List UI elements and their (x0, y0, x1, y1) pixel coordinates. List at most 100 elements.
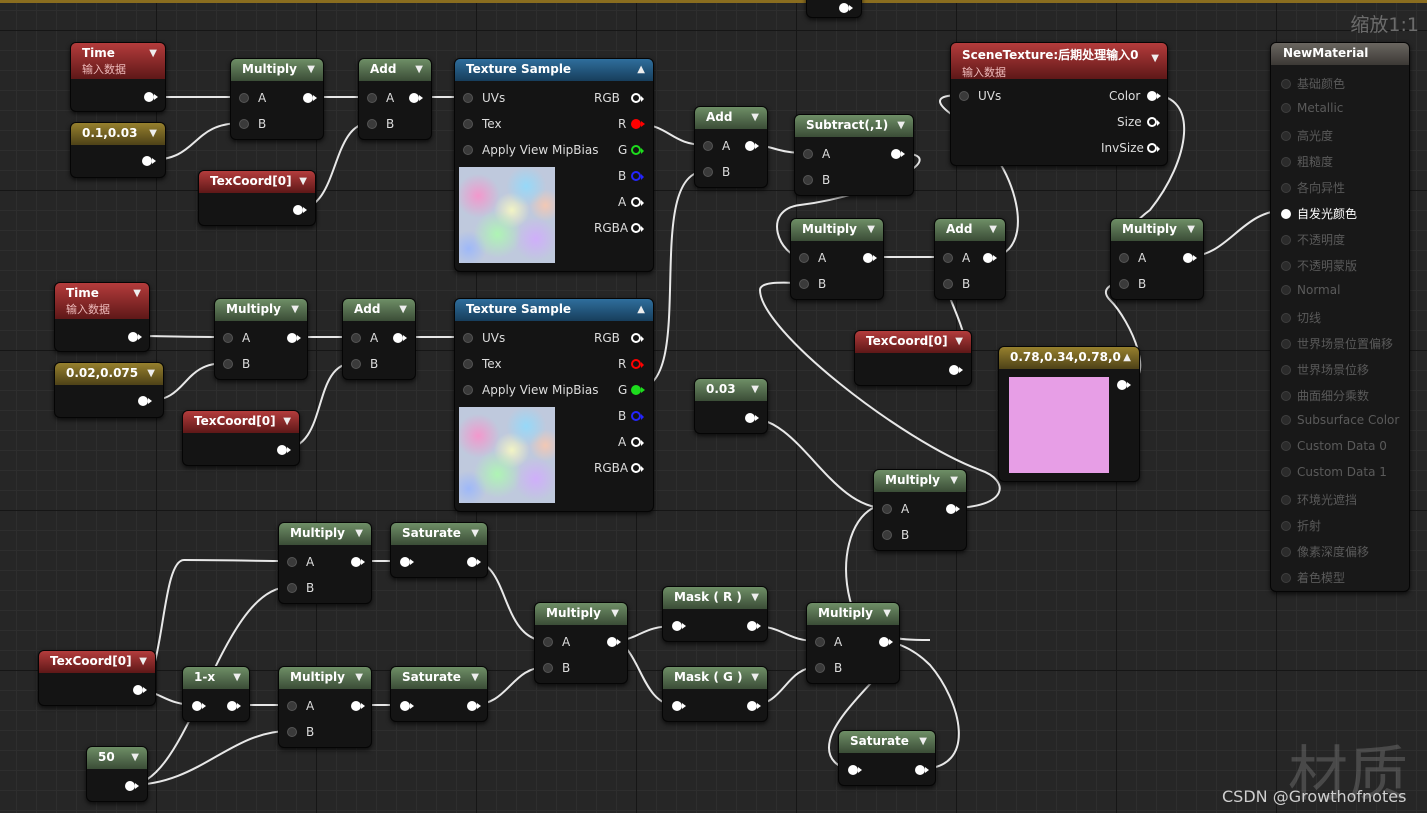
input-pin[interactable] (1281, 235, 1291, 245)
material-input-row[interactable]: 基础颜色 (1281, 75, 1345, 92)
input-pin-a[interactable] (803, 149, 813, 159)
input-pin-a[interactable] (703, 141, 713, 151)
output-pin[interactable] (303, 93, 317, 103)
collapse-arrow-icon[interactable]: ▼ (950, 475, 958, 486)
add-node-3[interactable]: Add▼ A B (694, 106, 768, 188)
collapse-arrow-icon[interactable]: ▼ (307, 64, 315, 75)
collapse-arrow-icon[interactable]: ▼ (355, 672, 363, 683)
material-input-row[interactable]: 自发光颜色 (1281, 205, 1357, 222)
multiply-node-7[interactable]: Multiply▼ A B (278, 666, 372, 748)
input-pin-tex[interactable] (463, 119, 473, 129)
material-input-row[interactable]: 高光度 (1281, 127, 1333, 144)
collapse-arrow-icon[interactable]: ▼ (867, 224, 875, 235)
input-pin[interactable] (1281, 467, 1291, 477)
collapse-arrow-icon[interactable]: ▼ (131, 752, 139, 763)
subtract-node[interactable]: Subtract(,1)▼ A B (794, 114, 914, 196)
input-pin[interactable] (672, 621, 686, 631)
input-pin[interactable] (1281, 415, 1291, 425)
input-pin[interactable] (1281, 441, 1291, 451)
material-input-row[interactable]: 世界场景位置偏移 (1281, 335, 1393, 352)
material-input-row[interactable]: 折射 (1281, 517, 1321, 534)
input-pin[interactable] (1281, 261, 1291, 271)
output-pin-r[interactable] (631, 119, 645, 129)
multiply-node-9[interactable]: Multiply▼ A B (806, 602, 900, 684)
one-minus-x-node[interactable]: 1-x▼ (182, 666, 250, 722)
collapse-arrow-icon[interactable]: ▼ (471, 528, 479, 539)
output-pin[interactable] (128, 332, 142, 342)
material-input-row[interactable]: Custom Data 0 (1281, 439, 1387, 453)
input-pin-a[interactable] (543, 637, 553, 647)
output-pin[interactable] (839, 3, 853, 13)
collapse-arrow-icon[interactable]: ▼ (291, 304, 299, 315)
saturate-node-3[interactable]: Saturate▼ (838, 730, 936, 786)
input-pin-a[interactable] (287, 557, 297, 567)
output-pin[interactable] (1117, 380, 1131, 390)
input-pin-b[interactable] (287, 727, 297, 737)
input-pin[interactable] (400, 557, 414, 567)
output-pin-rgba[interactable] (631, 223, 644, 233)
input-pin-uvs[interactable] (959, 91, 969, 101)
input-pin-a[interactable] (239, 93, 249, 103)
multiply-node-8[interactable]: Multiply▼ A B (534, 602, 628, 684)
output-pin[interactable] (745, 413, 759, 423)
texcoord-node-2[interactable]: TexCoord[0]▼ (182, 410, 300, 466)
material-input-row[interactable]: 环境光遮挡 (1281, 491, 1357, 508)
material-input-row[interactable]: Normal (1281, 283, 1340, 297)
input-pin-a[interactable] (287, 701, 297, 711)
texture-sample-node-2[interactable]: Texture Sample▲ UVs Tex Apply View MipBi… (454, 298, 654, 512)
output-pin-rgba[interactable] (631, 463, 644, 473)
output-pin-invsize[interactable] (1147, 143, 1160, 153)
collapse-arrow-icon[interactable]: ▼ (471, 672, 479, 683)
input-pin-uvs[interactable] (463, 93, 473, 103)
input-pin-mipbias[interactable] (463, 385, 473, 395)
output-pin-color[interactable] (1147, 91, 1161, 101)
output-pin[interactable] (863, 253, 877, 263)
constant-node-0-1-0-03[interactable]: 0.1,0.03▼ (70, 122, 166, 178)
output-pin[interactable] (227, 701, 241, 711)
output-pin[interactable] (915, 765, 929, 775)
input-pin-b[interactable] (803, 175, 813, 185)
input-pin-b[interactable] (367, 119, 377, 129)
output-pin-b[interactable] (631, 171, 644, 181)
output-pin[interactable] (351, 701, 365, 711)
output-pin[interactable] (293, 205, 307, 215)
saturate-node-2[interactable]: Saturate▼ (390, 666, 488, 722)
output-pin[interactable] (277, 445, 291, 455)
material-input-row[interactable]: 粗糙度 (1281, 153, 1333, 170)
multiply-node-4[interactable]: Multiply▼ A B (1110, 218, 1204, 300)
output-pin[interactable] (1183, 253, 1197, 263)
input-pin[interactable] (400, 701, 414, 711)
input-pin-b[interactable] (223, 359, 233, 369)
output-pin[interactable] (949, 365, 963, 375)
output-pin[interactable] (879, 637, 893, 647)
output-pin[interactable] (983, 253, 997, 263)
material-input-row[interactable]: 曲面细分乘数 (1281, 387, 1369, 404)
input-pin[interactable] (1281, 183, 1291, 193)
material-input-row[interactable]: Custom Data 1 (1281, 465, 1387, 479)
collapse-arrow-icon[interactable]: ▼ (283, 416, 291, 427)
output-pin[interactable] (409, 93, 423, 103)
collapse-up-icon[interactable]: ▲ (637, 304, 645, 315)
texcoord-node-3[interactable]: TexCoord[0]▼ (854, 330, 972, 386)
input-pin[interactable] (848, 765, 862, 775)
collapse-arrow-icon[interactable]: ▼ (233, 672, 241, 683)
collapse-arrow-icon[interactable]: ▼ (399, 304, 407, 315)
multiply-node-1[interactable]: Multiply▼ A B (230, 58, 324, 140)
input-pin-b[interactable] (543, 663, 553, 673)
multiply-node-6[interactable]: Multiply▼ A B (278, 522, 372, 604)
collapse-arrow-icon[interactable]: ▼ (149, 128, 157, 139)
material-input-row[interactable]: 不透明蒙版 (1281, 257, 1357, 274)
add-node-1[interactable]: Add▼ A B (358, 58, 432, 140)
input-pin-a[interactable] (367, 93, 377, 103)
input-pin[interactable] (1281, 365, 1291, 375)
input-pin-b[interactable] (882, 530, 892, 540)
collapse-arrow-icon[interactable]: ▼ (989, 224, 997, 235)
mask-g-node[interactable]: Mask ( G )▼ (662, 666, 768, 722)
multiply-node-3[interactable]: Multiply▼ A B (790, 218, 884, 300)
input-pin[interactable] (1281, 521, 1291, 531)
node-top-partial[interactable] (806, 0, 862, 18)
material-input-row[interactable]: 像素深度偏移 (1281, 543, 1369, 560)
